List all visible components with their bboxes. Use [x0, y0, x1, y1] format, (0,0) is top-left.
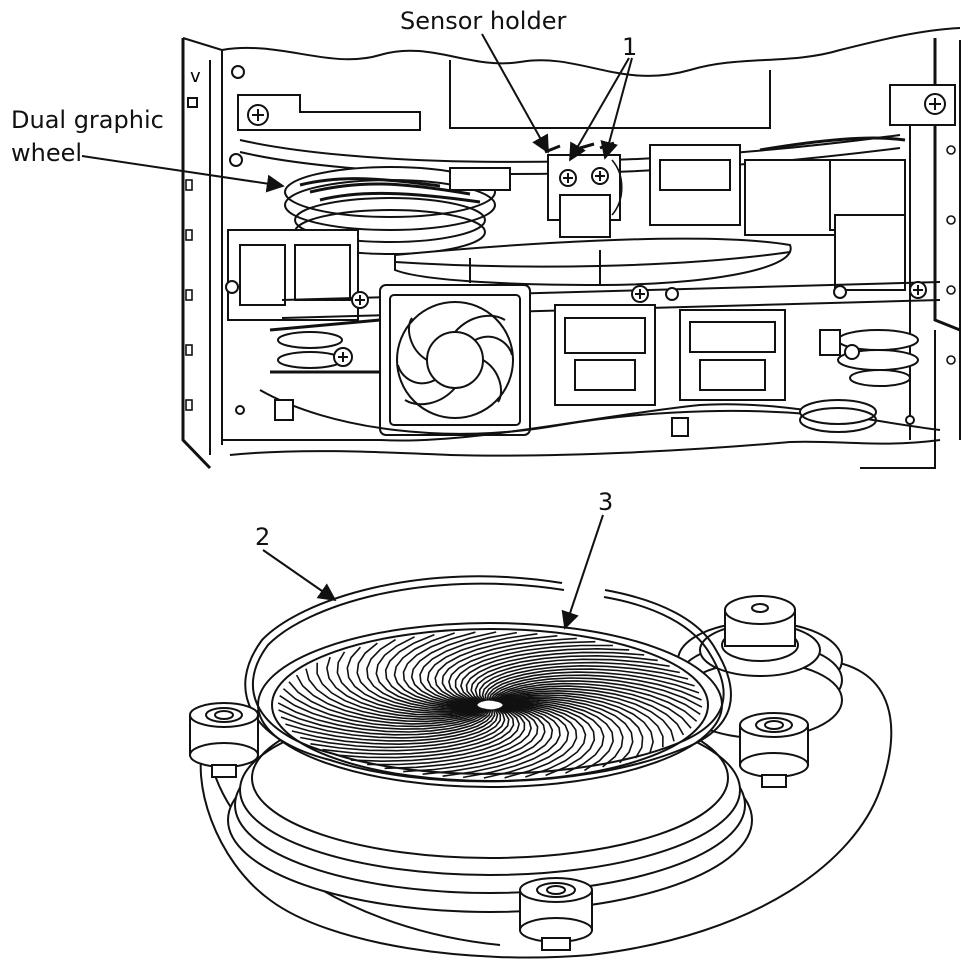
fixture-chassis-illustration: v — [181, 27, 961, 470]
callout-2: 2 — [255, 523, 270, 551]
graphic-wheel-exploded-illustration — [189, 575, 893, 959]
dual-graphic-wheel-label-line2: wheel — [11, 139, 82, 167]
callout-leaders — [81, 33, 633, 630]
svg-text:v: v — [190, 66, 201, 87]
callout-3: 3 — [598, 488, 613, 516]
callout-1: 1 — [622, 33, 637, 61]
dual-graphic-wheel-label-line1: Dual graphic — [11, 106, 164, 134]
sensor-holder-label: Sensor holder — [400, 7, 566, 35]
